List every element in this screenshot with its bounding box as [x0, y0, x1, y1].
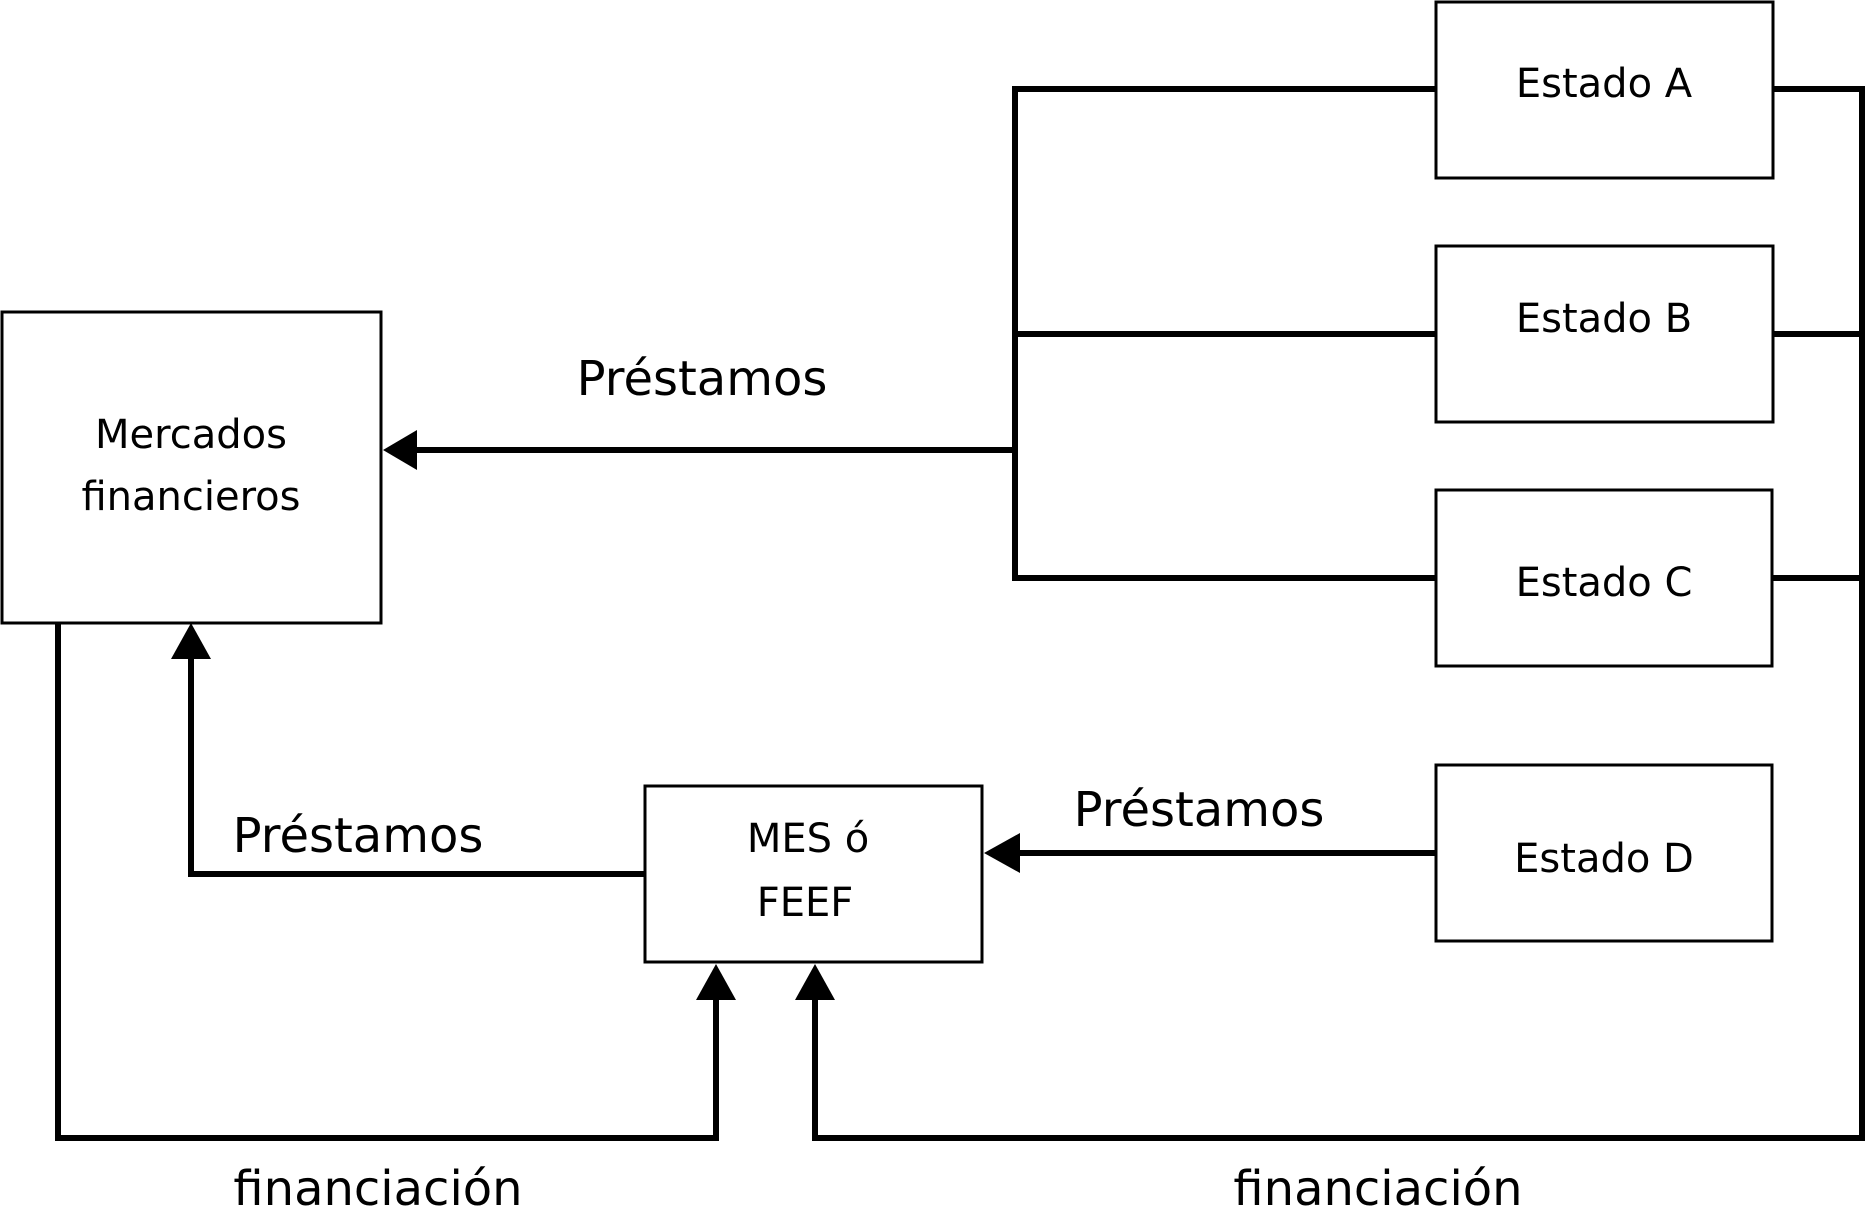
arrowhead-into-mes-right: [984, 833, 1020, 873]
label-estado-b: Estado B: [1516, 296, 1692, 342]
label-mes-line2: FEEF: [757, 880, 854, 926]
arrow-line-markets-funding: [55, 619, 719, 1141]
edge-label-markets-funding: financiación: [233, 1161, 522, 1217]
box-estado-a: [1434, 0, 1775, 180]
box-mes-feef: [643, 784, 984, 964]
label-mercados-line1: Mercados: [95, 412, 287, 458]
box-estado-d: [1434, 763, 1774, 943]
label-estado-c: Estado C: [1516, 560, 1693, 606]
node-estado-a: Estado A: [1434, 0, 1775, 180]
label-mes-line1: MES ó: [747, 816, 869, 862]
arrowheads: [171, 430, 1020, 1000]
edge-label-states-to-markets: Préstamos: [577, 351, 828, 407]
label-estado-d: Estado D: [1514, 836, 1694, 882]
label-mercados-line2: financieros: [81, 474, 300, 520]
arrow-line-states-funding: [812, 995, 1865, 1141]
node-estado-d: Estado D: [1434, 763, 1774, 943]
edge-label-d-to-mes: Préstamos: [1074, 782, 1325, 838]
edge-label-mes-to-markets: Préstamos: [233, 808, 484, 864]
arrowhead-into-mes-bottom-right: [795, 964, 835, 1000]
node-mes-feef: MES ó FEEF: [643, 784, 984, 964]
connectors: [55, 86, 1865, 1141]
box-estado-c: [1434, 488, 1774, 668]
arrowhead-into-mes-bottom-left: [696, 964, 736, 1000]
box-estado-b: [1434, 244, 1775, 424]
node-estado-b: Estado B: [1434, 244, 1775, 424]
box-mercados-financieros: [0, 310, 383, 625]
edge-label-states-funding: financiación: [1233, 1161, 1522, 1217]
edge-labels: Préstamos Préstamos Préstamos financiaci…: [233, 351, 1523, 1217]
label-estado-a: Estado A: [1516, 61, 1693, 107]
node-mercados-financieros: Mercados financieros: [0, 310, 383, 625]
arrowhead-into-markets-left: [383, 430, 417, 470]
arrowhead-into-markets-bottom: [171, 623, 211, 659]
arrow-line-mes-to-markets: [188, 655, 647, 877]
node-estado-c: Estado C: [1434, 488, 1774, 668]
